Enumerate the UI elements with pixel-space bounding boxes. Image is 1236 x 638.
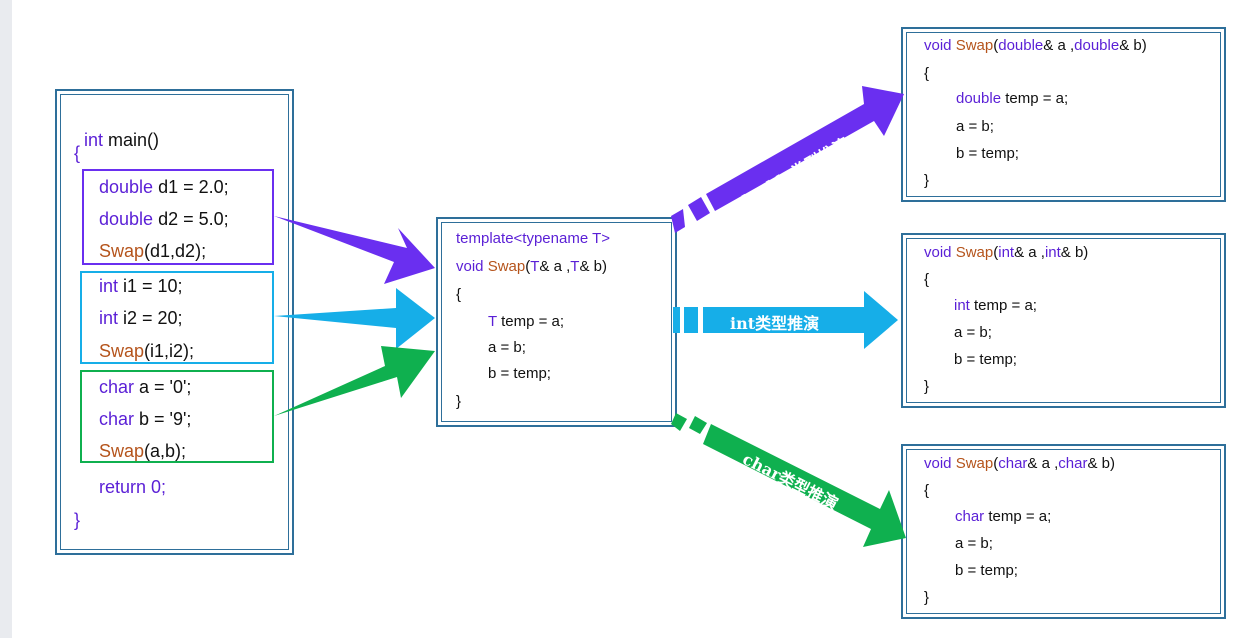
double-swap-signature: void Swap(double& a ,double& b): [924, 37, 1147, 54]
main-close-brace: }: [74, 510, 81, 530]
template-close-brace: }: [456, 393, 462, 410]
double-swap-assign-a: a = b;: [956, 118, 994, 135]
int-i2-line: int i2 = 20;: [99, 308, 183, 328]
swap-d1-d2-line: Swap(d1,d2);: [99, 241, 207, 261]
double-call-group: [82, 169, 274, 265]
int-swap-box: [901, 233, 1226, 408]
swap-a-b-line: Swap(a,b);: [99, 441, 187, 461]
main-function-box: [55, 89, 294, 555]
int-call-group: [80, 271, 274, 364]
double-swap-open-brace: {: [924, 65, 930, 82]
template-box: [436, 217, 677, 427]
char-a-line: char a = '0';: [99, 377, 192, 397]
char-swap-temp-line: char temp = a;: [955, 508, 1052, 525]
double-deduction-arrow: [671, 86, 904, 233]
double-swap-assign-b: b = temp;: [956, 145, 1019, 162]
char-deduction-arrow: [671, 413, 906, 547]
double-swap-box: [901, 27, 1226, 202]
char-swap-assign-b: b = temp;: [955, 562, 1018, 579]
return-line: return 0;: [99, 477, 167, 497]
char-b-line: char b = '9';: [99, 409, 192, 429]
main-open-brace: {: [74, 143, 81, 163]
int-swap-close-brace: }: [924, 378, 930, 395]
char-call-arrow: [274, 346, 435, 416]
char-swap-assign-a: a = b;: [955, 535, 993, 552]
int-swap-signature: void Swap(int& a ,int& b): [924, 244, 1089, 261]
int-swap-assign-b: b = temp;: [954, 351, 1017, 368]
int-swap-open-brace: {: [924, 271, 930, 288]
int-swap-temp-line: int temp = a;: [954, 297, 1037, 314]
char-swap-close-brace: }: [924, 589, 930, 606]
swap-i1-i2-line: Swap(i1,i2);: [99, 341, 195, 361]
char-call-group: [80, 370, 274, 463]
template-open-brace: {: [456, 286, 462, 303]
double-swap-close-brace: }: [924, 172, 930, 189]
template-signature-line: void Swap(T& a ,T& b): [456, 258, 607, 275]
int-deduction-arrow: [673, 291, 898, 349]
char-swap-signature: void Swap(char& a ,char& b): [924, 455, 1115, 472]
char-swap-open-brace: {: [924, 482, 930, 499]
int-swap-assign-a: a = b;: [954, 324, 992, 341]
double-swap-temp-line: double temp = a;: [956, 90, 1069, 107]
template-declaration-line: template<typename T>: [456, 230, 610, 247]
template-assign-a-line: a = b;: [488, 339, 526, 356]
double-d1-line: double d1 = 2.0;: [99, 177, 229, 197]
double-d2-line: double d2 = 5.0;: [99, 209, 229, 229]
template-assign-b-line: b = temp;: [488, 365, 551, 382]
int-call-arrow: [274, 288, 435, 349]
main-signature: int main(): [84, 130, 160, 150]
int-i1-line: int i1 = 10;: [99, 276, 183, 296]
left-margin-strip: [0, 0, 12, 638]
double-call-arrow: [274, 216, 435, 284]
template-temp-line: T temp = a;: [488, 313, 565, 330]
int-deduction-label: int类型推演: [730, 314, 820, 333]
